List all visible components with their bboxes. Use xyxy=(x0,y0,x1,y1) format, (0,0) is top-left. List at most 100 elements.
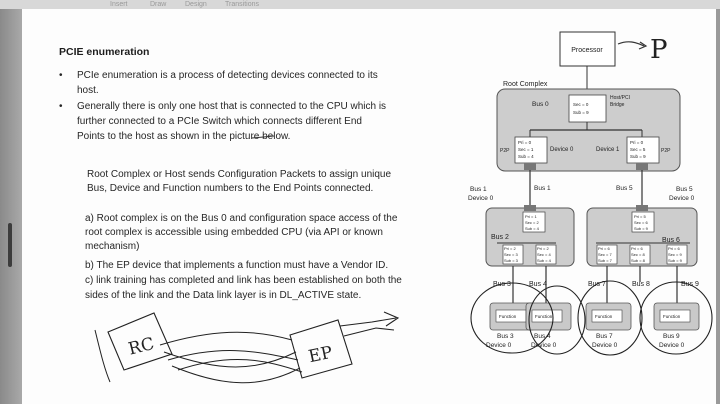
switch-down-p2p xyxy=(629,244,651,265)
ribbon-tab[interactable]: Insert xyxy=(110,1,128,8)
condition-line: a) Root complex is on the Bus 0 and conf… xyxy=(85,213,398,224)
condition-line: mechanism) xyxy=(85,241,140,252)
endpoint-function-label: Function xyxy=(535,314,553,319)
ep-bus-label: Bus 9 xyxy=(663,333,680,340)
p2p-reg: Sub = 9 xyxy=(630,154,646,159)
sw-reg: Sub = 4 xyxy=(525,226,540,231)
pen-stroke xyxy=(94,329,111,383)
endpoint-function-label: Function xyxy=(663,314,681,319)
endpoint-function-box xyxy=(591,309,623,323)
p2p-reg: Pri = 0 xyxy=(630,140,644,145)
sw-reg: Pri = 5 xyxy=(634,214,646,219)
bus8-label: Bus 8 xyxy=(632,281,650,288)
bus5-label: Bus 5 xyxy=(676,186,693,193)
pen-arrow xyxy=(617,41,645,47)
ep-device-label: Device 0 xyxy=(486,342,512,349)
p2p-box-left xyxy=(514,136,548,164)
sw-reg: Sub = 4 xyxy=(537,258,552,263)
pen-link-stroke xyxy=(167,350,299,361)
slide-title: PCIE enumeration xyxy=(59,46,150,58)
sw-reg: Pri = 1 xyxy=(525,214,537,219)
endpoint-function-label: Function xyxy=(595,314,613,319)
endpoint-bus7: Function xyxy=(585,302,632,331)
host-bridge-label: Bridge xyxy=(610,102,625,108)
port-connector xyxy=(524,163,536,170)
bus1-link-label: Bus 1 xyxy=(534,185,551,192)
root-complex-label: Root Complex xyxy=(503,81,548,88)
pen-arrow xyxy=(339,317,397,327)
condition-line: c) link training has completed and link … xyxy=(85,275,402,286)
device0-label: Device 0 xyxy=(550,147,574,153)
endpoint-function-box xyxy=(531,309,563,323)
sw-reg: Sec = 4 xyxy=(537,252,551,257)
sw-reg: Sec = 2 xyxy=(525,220,539,225)
para-config-line: Bus, Device and Function numbers to the … xyxy=(87,183,374,194)
p2p-label: P2P xyxy=(500,148,510,154)
sw-reg: Sub = 3 xyxy=(504,258,519,263)
pen-rc-box xyxy=(107,312,173,371)
sw-reg: Sec = 7 xyxy=(598,252,612,257)
sw-reg: Pri = 6 xyxy=(631,246,643,251)
endpoint-bus3: Function xyxy=(489,302,536,331)
slide-panel-gutter xyxy=(0,9,22,404)
sw-reg: Pri = 6 xyxy=(598,246,610,251)
sw-reg: Sec = 3 xyxy=(504,252,518,257)
pen-ep-label: EP xyxy=(307,343,334,368)
window-right-edge xyxy=(716,9,720,404)
pen-link-stroke xyxy=(177,358,303,373)
pen-p-letter: P xyxy=(650,35,668,65)
window-top-strip: Insert Draw Design Transitions xyxy=(0,0,720,9)
pen-arrow xyxy=(343,327,395,337)
bus1-device: Device 0 xyxy=(468,195,494,202)
pen-link-stroke xyxy=(159,331,293,346)
endpoint-function-box xyxy=(659,309,691,323)
bullet-1: • PCIe enumeration is a process of detec… xyxy=(59,68,459,98)
sw-reg: Pri = 2 xyxy=(504,246,516,251)
bullet-dot: • xyxy=(59,70,63,81)
p2p-reg: Sec = 5 xyxy=(630,147,646,152)
bus1-label: Bus 1 xyxy=(470,186,487,193)
host-bridge-box xyxy=(568,94,607,123)
switch-down-p2p xyxy=(535,244,557,265)
scrollbar-thumb[interactable] xyxy=(8,223,12,267)
para-config-line: Root Complex or Host sends Configuration… xyxy=(87,169,392,180)
pen-rc-label: RC xyxy=(126,334,156,360)
bullet-line: host. xyxy=(77,85,99,96)
switch-down-p2p xyxy=(502,244,524,265)
ep-bus-label: Bus 3 xyxy=(497,333,514,340)
switch-up-left-p2p xyxy=(522,211,546,233)
ribbon-tab[interactable]: Design xyxy=(185,1,207,8)
bullet-line: Points to the host as shown in the pictu… xyxy=(77,131,291,142)
sw-reg: Sec = 6 xyxy=(634,220,648,225)
slide-canvas xyxy=(22,9,716,404)
bus2-label: Bus 2 xyxy=(491,234,509,241)
pen-ep-box xyxy=(289,319,353,379)
sw-reg: Sub = 9 xyxy=(634,226,649,231)
bullet-line: further connected to a PCIe Switch which… xyxy=(77,116,362,127)
sw-reg: Sub = 8 xyxy=(631,258,646,263)
ep-device-label: Device 0 xyxy=(592,342,618,349)
pen-circle xyxy=(528,285,586,355)
sw-reg: Sec = 8 xyxy=(631,252,645,257)
pen-circle xyxy=(577,280,643,356)
ribbon-tab[interactable]: Transitions xyxy=(225,1,259,8)
processor-box xyxy=(559,31,616,67)
pen-arrowhead xyxy=(638,41,648,50)
switch-down-p2p xyxy=(666,244,688,265)
bus0-label: Bus 0 xyxy=(532,101,549,108)
bullet-2: • Generally there is only one host that … xyxy=(59,99,479,145)
p2p-label: P2P xyxy=(661,148,671,154)
condition-line: root complex is accessible using embedde… xyxy=(85,227,383,238)
sw-reg: Pri = 6 xyxy=(668,246,680,251)
bus6-label: Bus 6 xyxy=(662,237,680,244)
processor-label: Processor xyxy=(571,47,603,54)
endpoint-bus9: Function xyxy=(653,302,700,331)
condition-line: b) The EP device that implements a funct… xyxy=(85,260,389,271)
host-bridge-label: Host/PCI xyxy=(610,95,630,101)
device1-label: Device 1 xyxy=(596,147,620,153)
ep-bus-label: Bus 7 xyxy=(596,333,613,340)
pen-link-stroke xyxy=(163,351,297,368)
ribbon-tab[interactable]: Draw xyxy=(150,1,167,8)
host-reg: Sub = 9 xyxy=(573,110,589,115)
